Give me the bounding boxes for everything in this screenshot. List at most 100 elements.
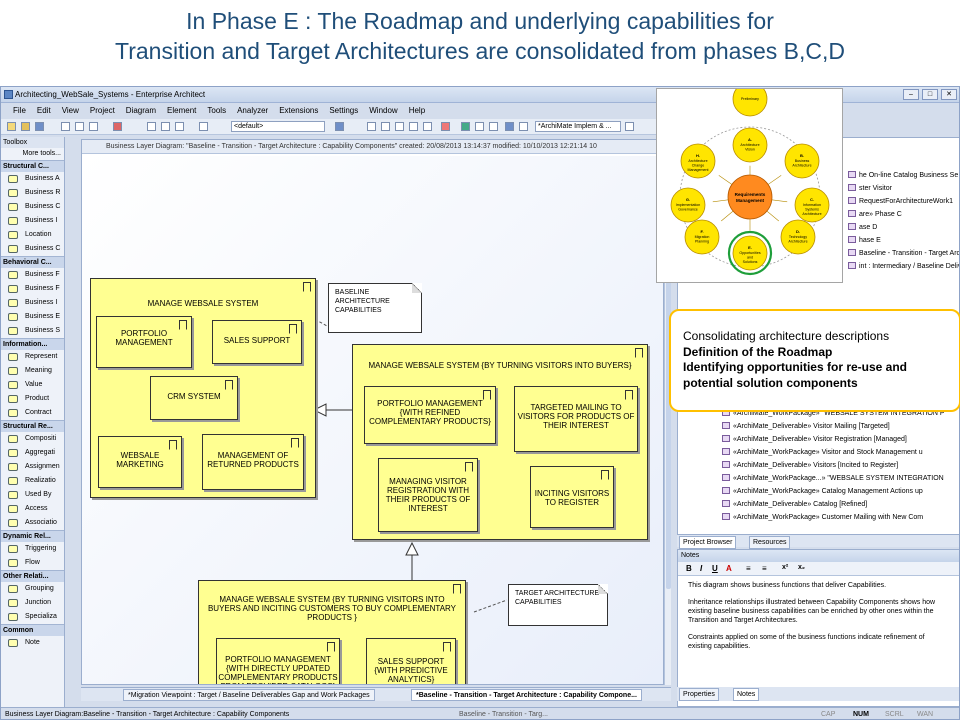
toolbox-item[interactable]: Compositi [1, 432, 64, 446]
minimize-icon[interactable]: – [903, 89, 919, 100]
font-icon[interactable] [395, 122, 404, 131]
toolset-combo[interactable]: *ArchiMate Implem & ... [535, 121, 621, 132]
baseline-crm-system[interactable]: CRM SYSTEM [150, 376, 238, 420]
target-portfolio-management[interactable]: PORTFOLIO MANAGEMENT {WITH DIRECTLY UPDA… [216, 638, 340, 684]
menu-edit[interactable]: Edit [36, 106, 51, 115]
toolbox-item[interactable]: Triggering [1, 542, 64, 556]
tab-properties[interactable]: Properties [679, 688, 719, 701]
menu-tools[interactable]: Tools [207, 106, 227, 115]
menu-analyzer[interactable]: Analyzer [237, 106, 269, 115]
toolbox-item[interactable]: Value [1, 378, 64, 392]
toolbox-item[interactable]: Business I [1, 296, 64, 310]
toolbox-group-4[interactable]: Dynamic Rel... [1, 530, 64, 542]
baseline-returned-products[interactable]: MANAGEMENT OF RETURNED PRODUCTS [202, 434, 304, 490]
save-icon[interactable] [35, 122, 44, 131]
more-tools-link[interactable]: More tools... [22, 150, 61, 157]
menu-element[interactable]: Element [167, 106, 197, 115]
target-icon[interactable] [335, 122, 344, 131]
toolbox-item[interactable]: Aggregati [1, 446, 64, 460]
toolbox-item[interactable]: Contract [1, 406, 64, 420]
toolbox-item[interactable]: Location [1, 228, 64, 242]
cut-icon[interactable] [61, 122, 70, 131]
notes-text[interactable]: This diagram shows business functions th… [678, 576, 959, 664]
toolbox-item[interactable]: Assignmen [1, 460, 64, 474]
diagram-vertical-scrollbar[interactable] [664, 139, 671, 685]
zoom-icon[interactable] [199, 122, 208, 131]
baseline-note[interactable]: BASELINE ARCHITECTURE CAPABILITIES [328, 283, 422, 333]
toolbox-group-1[interactable]: Behavioral C... [1, 256, 64, 268]
browser-tree-item[interactable]: «ArchiMate_WorkPackage» Visitor and Stoc… [722, 447, 923, 459]
tab-capability-components[interactable]: *Baseline - Transition - Target Architec… [411, 689, 642, 701]
print-preview-icon[interactable] [175, 122, 184, 131]
menu-settings[interactable]: Settings [329, 106, 359, 115]
text-color-icon[interactable]: A [726, 564, 732, 573]
new-icon[interactable] [7, 122, 16, 131]
toolbox-item[interactable]: Business A [1, 172, 64, 186]
toolbox-item[interactable]: Business F [1, 268, 64, 282]
toolbox-group-3[interactable]: Structural Re... [1, 420, 64, 432]
underline-icon[interactable]: U [712, 564, 718, 573]
close-icon[interactable]: ✕ [941, 89, 957, 100]
print-icon[interactable] [161, 122, 170, 131]
toolbox-item[interactable]: Grouping [1, 582, 64, 596]
layout-icon[interactable] [367, 122, 376, 131]
toolbox-item[interactable]: Access [1, 502, 64, 516]
delete-icon[interactable] [113, 122, 122, 131]
toolbox-item[interactable]: Junction [1, 596, 64, 610]
browser-tree-item[interactable]: «ArchiMate_WorkPackage» Catalog Manageme… [722, 486, 923, 498]
toolbar-chevron-icon[interactable] [625, 122, 634, 131]
browser-tree-item[interactable]: ster Visitor [848, 183, 892, 195]
find-icon[interactable] [147, 122, 156, 131]
tab-migration-viewpoint[interactable]: *Migration Viewpoint : Target / Baseline… [123, 689, 375, 701]
diagram-canvas[interactable]: Business Layer Diagram: "Baseline - Tran… [81, 139, 664, 685]
globe-icon[interactable] [461, 122, 470, 131]
tab-resources[interactable]: Resources [749, 536, 791, 549]
align-icon[interactable] [381, 122, 390, 131]
toolbox-group-6[interactable]: Common [1, 624, 64, 636]
toolbox-item[interactable]: Product [1, 392, 64, 406]
target-note[interactable]: TARGET ARCHITECTURE CAPABILITIES [508, 584, 608, 626]
menu-window[interactable]: Window [369, 106, 398, 115]
toolbox-item[interactable]: Business C [1, 242, 64, 256]
menu-help[interactable]: Help [408, 106, 426, 115]
toolbox-item[interactable]: Associatio [1, 516, 64, 530]
bold-icon[interactable]: B [686, 564, 692, 573]
toolbox-item[interactable]: Business I [1, 214, 64, 228]
menu-view[interactable]: View [61, 106, 79, 115]
transition-inciting-visitors[interactable]: INCITING VISITORS TO REGISTER [530, 466, 614, 528]
color-icon[interactable] [409, 122, 418, 131]
toolbox-group-5[interactable]: Other Relati... [1, 570, 64, 582]
toolbox-item[interactable]: Business S [1, 324, 64, 338]
browser-tree-item[interactable]: «ArchiMate_Deliverable» Visitor Registra… [722, 434, 907, 446]
target-sales-support[interactable]: SALES SUPPORT {WITH PREDICTIVE ANALYTICS… [366, 638, 456, 684]
open-folder-icon[interactable] [21, 122, 30, 131]
format-icon[interactable] [423, 122, 432, 131]
toolbox-item[interactable]: Business F [1, 282, 64, 296]
toolbox-item[interactable]: Note [1, 636, 64, 650]
menu-diagram[interactable]: Diagram [125, 106, 157, 115]
diagram-icon[interactable] [505, 122, 514, 131]
baseline-websale-marketing[interactable]: WEBSALE MARKETING [98, 436, 182, 488]
maximize-icon[interactable]: □ [922, 89, 938, 100]
lock-icon[interactable] [441, 122, 450, 131]
toolbox-item[interactable]: Business C [1, 200, 64, 214]
browser-tree-item[interactable]: ase D [848, 222, 877, 234]
browser-tree-item[interactable]: «ArchiMate_WorkPackage...» "WEBSALE SYST… [722, 473, 944, 485]
browser-tree-item[interactable]: «ArchiMate_WorkPackage» Customer Mailing… [722, 512, 923, 524]
menu-project[interactable]: Project [89, 106, 115, 115]
copy-icon[interactable] [75, 122, 84, 131]
style-combo[interactable]: <default> [231, 121, 325, 132]
menu-file[interactable]: File [13, 106, 26, 115]
browser-tree-item[interactable]: RequestForArchitectureWork1 [848, 196, 953, 208]
browser-tree-item[interactable]: Baseline - Transition - Target Architect… [848, 248, 959, 260]
baseline-sales-support[interactable]: SALES SUPPORT [212, 320, 302, 364]
menu-extensions[interactable]: Extensions [279, 106, 319, 115]
numbered-list-icon[interactable]: ≡ [762, 564, 767, 573]
toolbox-group-2[interactable]: Information... [1, 338, 64, 350]
toolbox-item[interactable]: Used By [1, 488, 64, 502]
tab-project-browser[interactable]: Project Browser [679, 536, 737, 549]
transition-portfolio-management[interactable]: PORTFOLIO MANAGEMENT {WITH REFINED COMPL… [364, 386, 496, 444]
toolbox-group-0[interactable]: Structural C... [1, 160, 64, 172]
paste-icon[interactable] [89, 122, 98, 131]
baseline-portfolio-management[interactable]: PORTFOLIO MANAGEMENT [96, 316, 192, 368]
